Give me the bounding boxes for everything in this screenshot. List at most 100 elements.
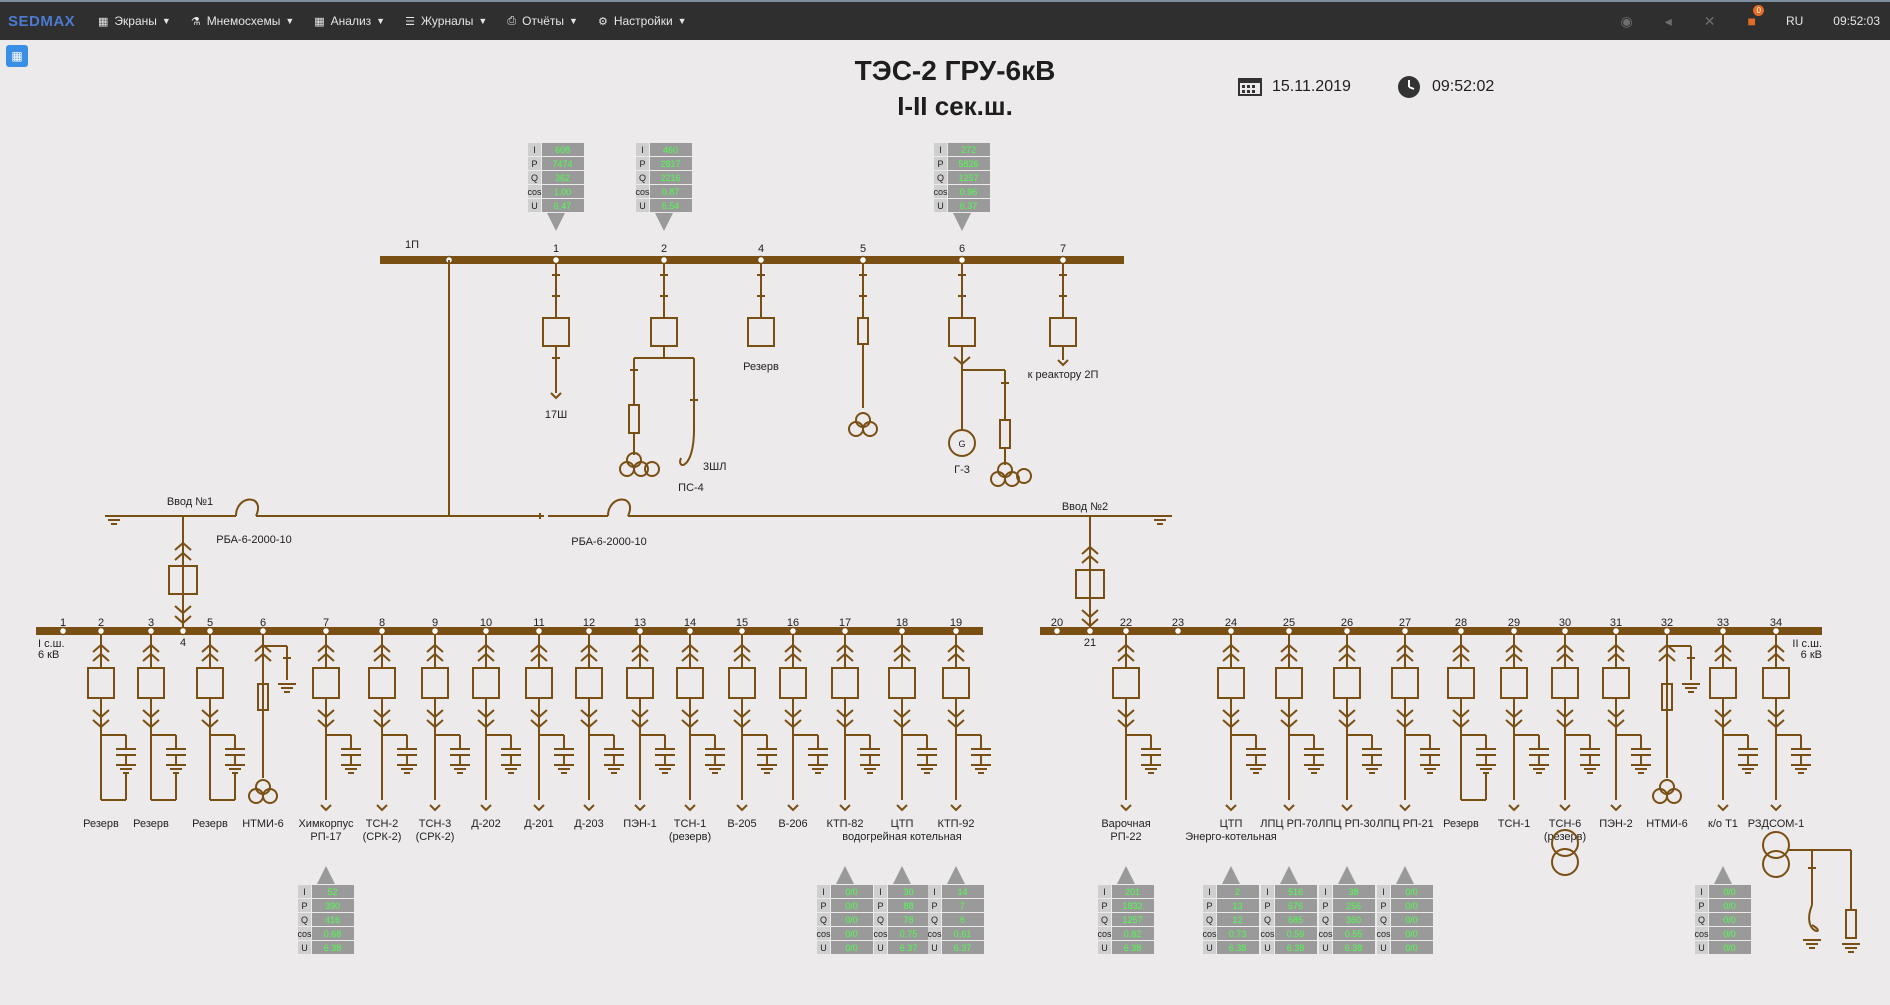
arrow-icon	[1559, 804, 1571, 812]
menu-mnemoschemes[interactable]: ⚗ Мнемосхемы ▼	[191, 14, 294, 28]
feeder-label: Резерв	[192, 818, 228, 830]
panel-value: 2817	[660, 159, 680, 169]
panel-row-value-cell	[888, 913, 930, 926]
menu-reports[interactable]: ⎙ Отчёты ▼	[507, 14, 578, 28]
chevron-icon	[142, 652, 160, 662]
notification-icon[interactable]: ■0	[1747, 5, 1764, 29]
chevron-icon	[426, 652, 444, 662]
feeder-number: 21	[1084, 637, 1096, 649]
menu-journals[interactable]: ☰ Журналы ▼	[405, 14, 487, 28]
panel-row-value-cell	[1333, 899, 1375, 912]
panel-value: 6.38	[1229, 943, 1247, 953]
panel-value: 272	[961, 145, 976, 155]
panel-row-value-cell	[1217, 941, 1259, 954]
panel-row-label: cos	[1376, 929, 1391, 939]
bus-node	[737, 626, 747, 636]
panel-row-label-cell	[1203, 885, 1216, 898]
mute-icon[interactable]: ✕	[1703, 12, 1716, 29]
chevron-icon	[142, 643, 160, 653]
breaker-icon	[728, 667, 756, 699]
language-switch[interactable]: RU	[1785, 14, 1804, 28]
chevron-icon	[733, 652, 751, 662]
menu-analysis[interactable]: ▦ Анализ ▼	[314, 14, 385, 28]
feeder-label: ТСН-2	[366, 818, 398, 830]
scheme-subtitle: I-II сек.ш.	[897, 91, 1013, 121]
panel-value: 0/0	[1723, 901, 1736, 911]
panel-row-value-cell	[312, 899, 354, 912]
panel-row-value-cell	[542, 185, 584, 198]
panel-row-value-cell	[1333, 941, 1375, 954]
chevron-icon	[1081, 609, 1099, 619]
panel-row-value-cell	[1275, 927, 1317, 940]
bar-chart-icon: ▦	[98, 15, 109, 28]
panel-row-label: U	[1698, 943, 1705, 953]
panel-row-value-cell	[1333, 927, 1375, 940]
feeder-number: 1	[553, 243, 559, 255]
eye-icon[interactable]: ◉	[1620, 12, 1633, 29]
panel-row-label: P	[1698, 901, 1704, 911]
panel-row-label-cell	[1203, 941, 1216, 954]
panel-row-label-cell	[1098, 941, 1111, 954]
chevron-icon	[1452, 652, 1470, 662]
feeder-number: 14	[684, 617, 696, 629]
menu-journals-label: Журналы	[420, 14, 474, 28]
panel-row-label: I	[641, 145, 644, 155]
panel-row-value-cell	[942, 927, 984, 940]
panel-row-value-cell	[1709, 927, 1751, 940]
panel-row-label: P	[820, 901, 826, 911]
bus-node	[1560, 626, 1570, 636]
panel-row-value-cell	[1391, 927, 1433, 940]
panel-row-value-cell	[888, 885, 930, 898]
breaker-icon	[1049, 317, 1077, 347]
feeder-number: 24	[1225, 617, 1237, 629]
panel-row-label-cell	[1319, 913, 1332, 926]
chevron-icon	[953, 356, 971, 366]
arrow-icon	[550, 392, 562, 400]
feeder-label: (СРК-2)	[416, 831, 455, 843]
bus-node	[1284, 626, 1294, 636]
sidebar-toggle-button[interactable]: ▦	[6, 45, 28, 67]
sound-icon[interactable]: ◂	[1664, 12, 1672, 29]
bus-node	[146, 626, 156, 636]
panel-row-value-cell	[1709, 885, 1751, 898]
panel-row-value-cell	[1333, 913, 1375, 926]
panel-value: 12	[1232, 915, 1242, 925]
panel-row-label: U	[931, 943, 938, 953]
feeder-20: 20	[1051, 617, 1063, 636]
panel-row-value-cell	[1112, 885, 1154, 898]
panel-value: 6.54	[662, 201, 680, 211]
panel-row-value-cell	[948, 199, 990, 212]
panel-row-label-cell	[1377, 885, 1390, 898]
panel-pointer	[1338, 866, 1356, 884]
menu-mnemoschemes-label: Мнемосхемы	[206, 14, 281, 28]
panel-pointer	[1117, 866, 1135, 884]
chevron-icon	[1556, 652, 1574, 662]
panel-row-label: I	[1266, 887, 1269, 897]
panel-value: 6.38	[324, 943, 342, 953]
panel-value: 7	[960, 901, 965, 911]
panel-row-label-cell	[928, 941, 941, 954]
panel-row-label: I	[533, 145, 536, 155]
menu-screens[interactable]: ▦ Экраны ▼	[98, 14, 171, 28]
feeder-10: 10Д-202	[471, 617, 521, 830]
panel-row-label: cos	[527, 187, 542, 197]
panel-row-label-cell	[528, 157, 541, 170]
breaker-icon	[87, 667, 115, 699]
breaker-icon	[525, 667, 553, 699]
feeder-number: 19	[950, 617, 962, 629]
menu-settings[interactable]: ⚙ Настройки ▼	[598, 14, 687, 28]
panel-row-label-cell	[528, 199, 541, 212]
arrow-icon	[320, 804, 332, 812]
feeder-label: Резерв	[743, 361, 779, 373]
panel-row-label: cos	[1097, 929, 1112, 939]
chevron-icon	[631, 652, 649, 662]
feeder-label: Энерго-котельная	[1185, 831, 1277, 843]
panel-row-label: U	[820, 943, 827, 953]
feeder-number: 25	[1283, 617, 1295, 629]
breaker-icon	[1500, 667, 1528, 699]
feeder-label: ТСН-3	[419, 818, 451, 830]
